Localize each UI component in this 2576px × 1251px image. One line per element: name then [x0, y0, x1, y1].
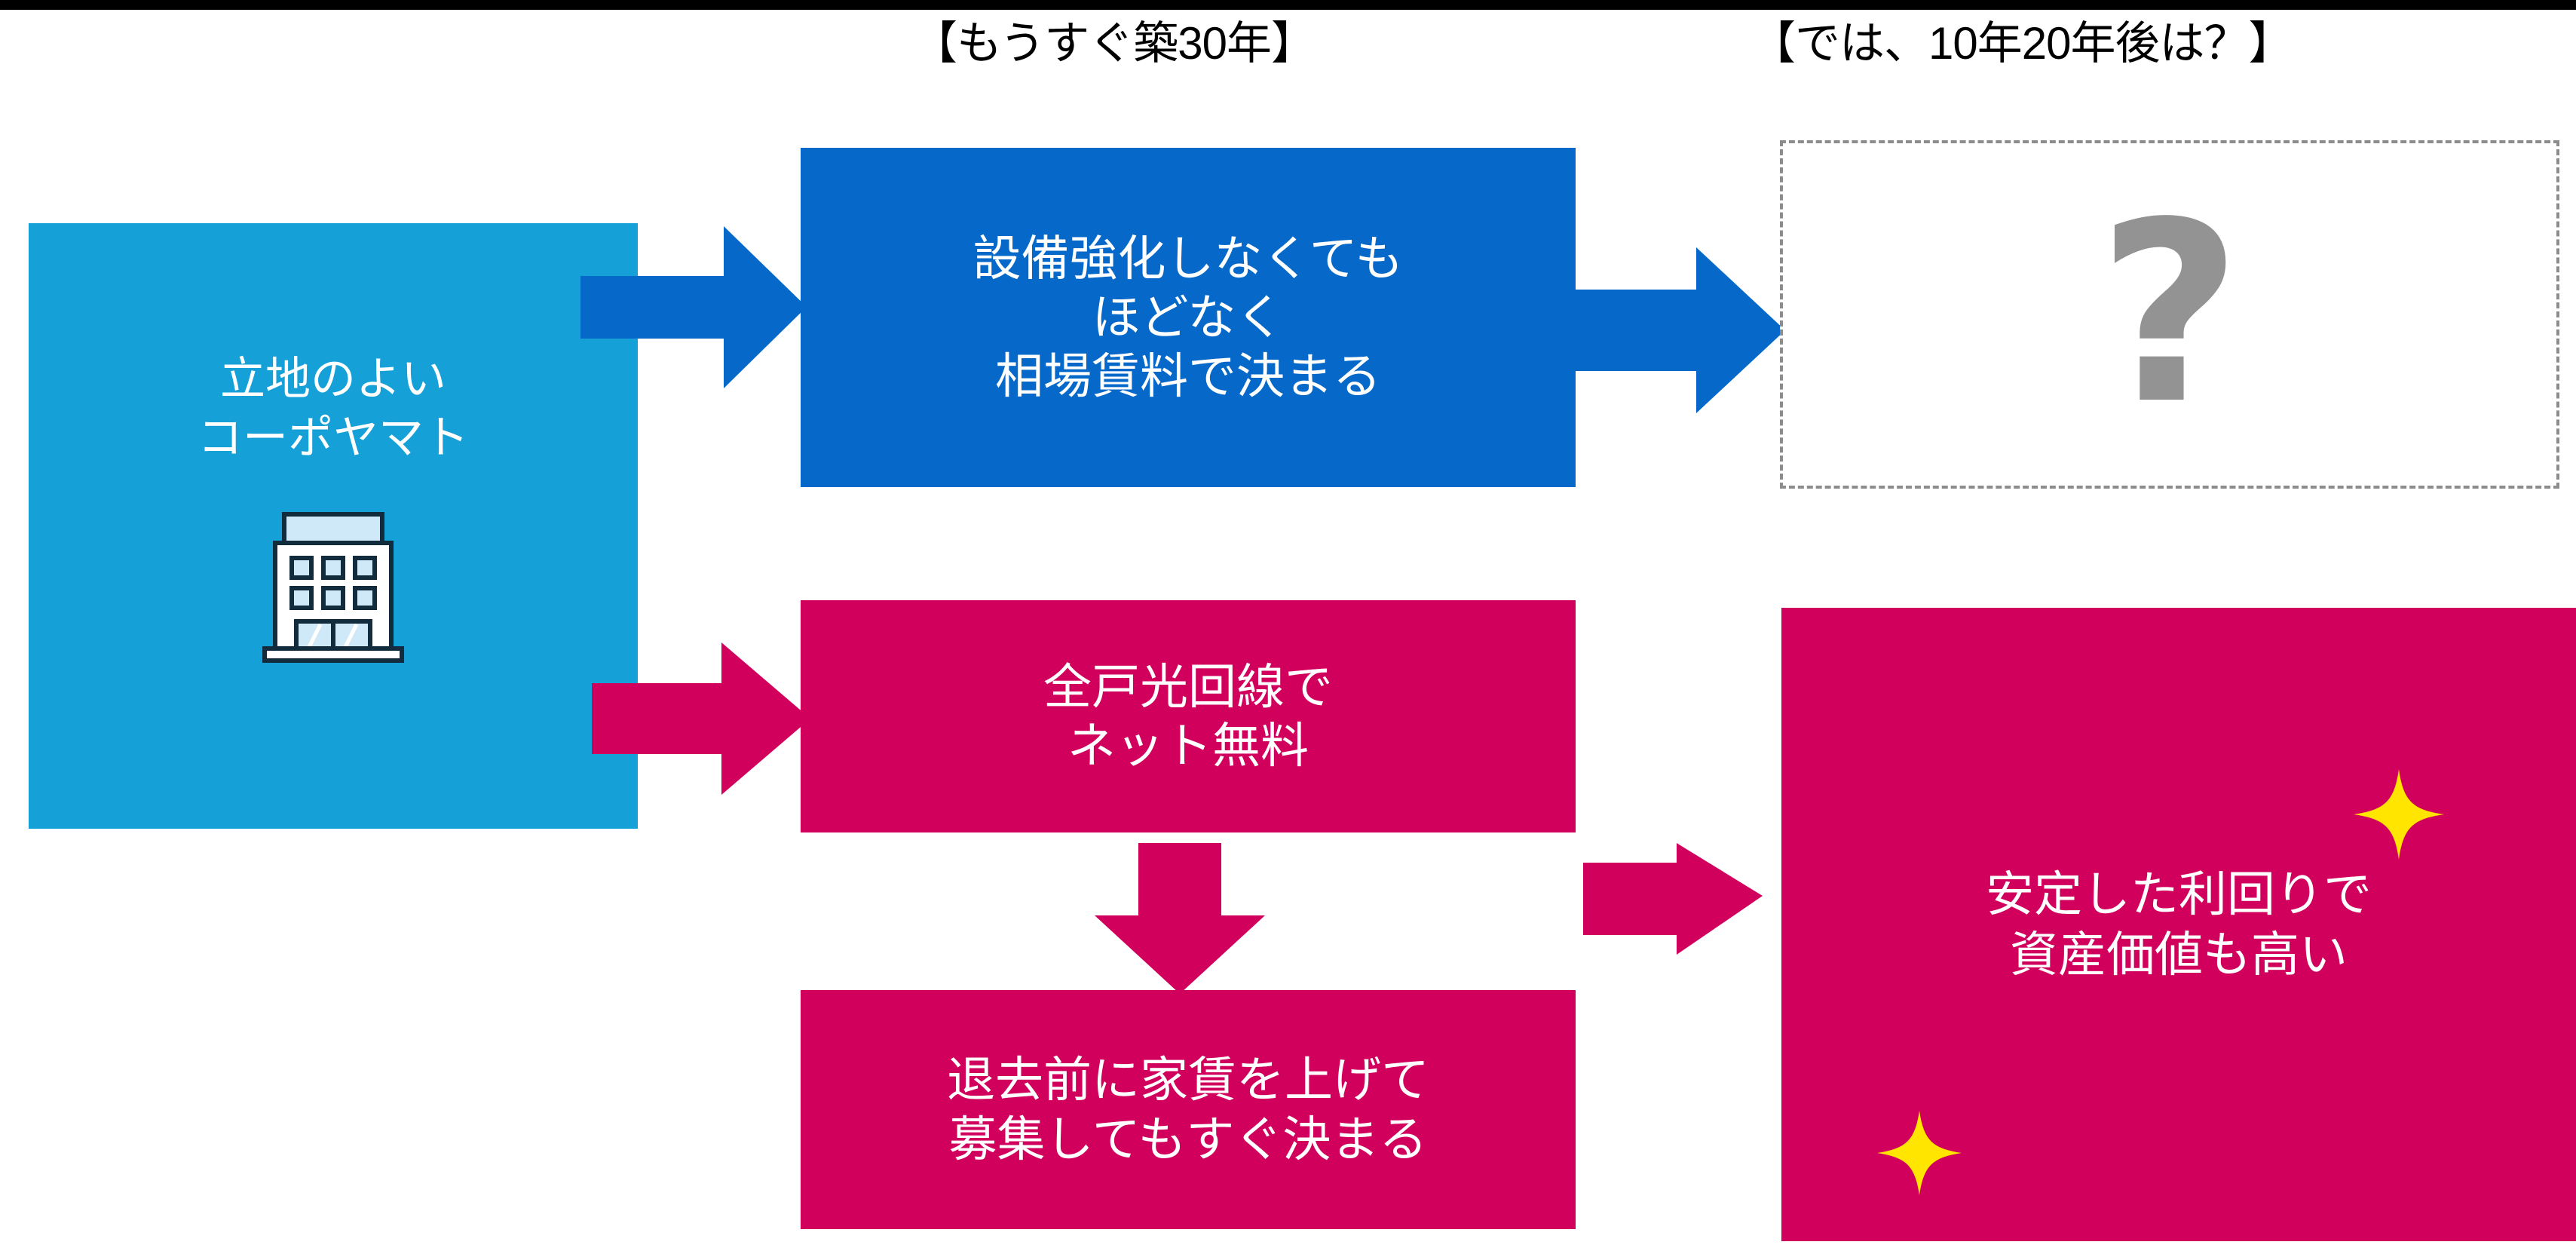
property-card-label: 立地のよい コーポヤマト — [198, 350, 469, 468]
stable-yield-label: 安定した利回りで 資産価値も高い — [1986, 864, 2372, 985]
raise-rent-card[interactable]: 退去前に家賃を上げて 募集してもすぐ決まる — [801, 990, 1576, 1229]
rent-determined-by-market-label: 設備強化しなくても ほどなく 相場賃料で決まる — [973, 229, 1404, 406]
arrow-free-internet-to-raise-rent — [1095, 843, 1265, 994]
free-internet-line-2: ネット無料 — [1067, 719, 1309, 773]
free-internet-line-1: 全戸光回線で — [1043, 659, 1333, 714]
rent-market-line-2: ほどなく — [1092, 290, 1285, 345]
unknown-future-card[interactable]: ? — [1780, 140, 2559, 489]
apartment-building-icon — [247, 493, 420, 667]
rent-market-line-3: 相場賃料で決まる — [994, 349, 1381, 404]
stable-yield-line-2: 資産価値も高い — [2010, 928, 2348, 982]
arrow-raise-rent-to-stable-yield — [1583, 843, 1793, 1032]
raise-rent-label: 退去前に家賃を上げて 募集してもすぐ決まる — [947, 1050, 1429, 1168]
column-header-near-30-years: 【もうすぐ築30年】 — [912, 18, 1316, 69]
stable-yield-line-1: 安定した利回りで — [1986, 867, 2372, 921]
arrow-property-to-rent-market — [580, 226, 807, 388]
raise-rent-line-2: 募集してもすぐ決まる — [948, 1111, 1428, 1167]
question-mark-icon: ? — [2097, 169, 2242, 459]
arrow-property-to-free-internet — [592, 642, 810, 810]
column-header-ten-twenty-years-later: 【では、10年20年後は？】 — [1751, 18, 2293, 69]
raise-rent-line-1: 退去前に家賃を上げて — [947, 1053, 1429, 1108]
arrow-rent-market-to-unknown — [1576, 247, 1785, 413]
top-black-bar — [0, 0, 2576, 10]
property-card-line-1: 立地のよい — [220, 354, 446, 404]
free-internet-label: 全戸光回線で ネット無料 — [1043, 658, 1333, 775]
sparkle-icon-top — [2354, 769, 2444, 860]
sparkle-icon-bottom — [1877, 1111, 1962, 1195]
property-card[interactable]: 立地のよい コーポヤマト — [29, 223, 638, 829]
rent-market-line-1: 設備強化しなくても — [973, 231, 1404, 286]
rent-determined-by-market-card[interactable]: 設備強化しなくても ほどなく 相場賃料で決まる — [801, 148, 1576, 487]
free-internet-card[interactable]: 全戸光回線で ネット無料 — [801, 600, 1576, 832]
property-card-line-2: コーポヤマト — [198, 412, 469, 463]
